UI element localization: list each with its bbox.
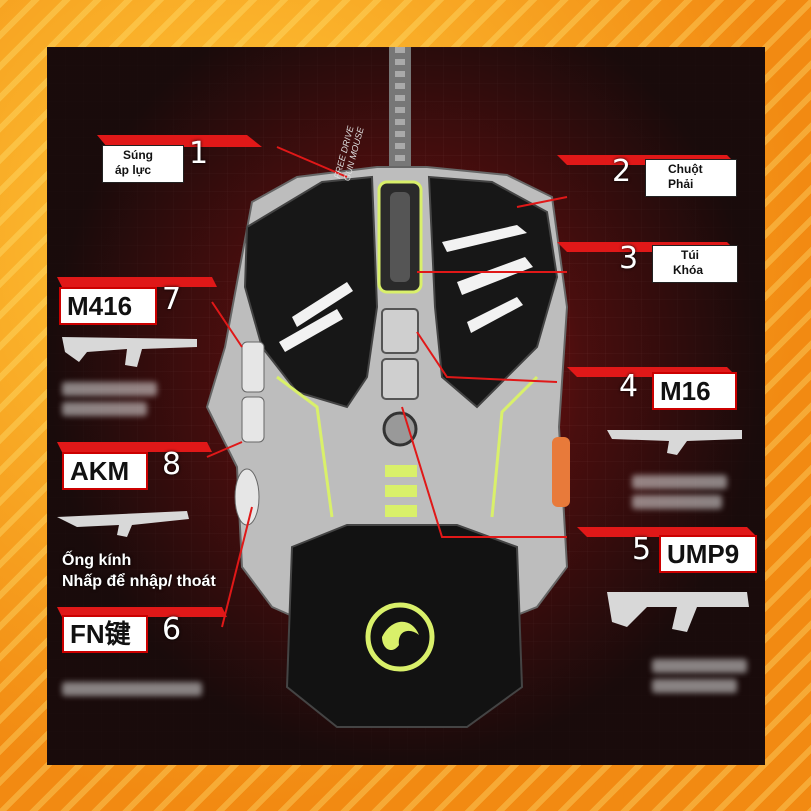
logo-ring bbox=[365, 602, 435, 672]
blurred-text-m16 bbox=[632, 475, 727, 489]
callout-1-line2: áp lực bbox=[115, 163, 152, 177]
callout-3-line2: Khóa bbox=[673, 263, 703, 277]
blurred-text-fn bbox=[62, 682, 202, 696]
scope-text-line2: Nhấp để nhập/ thoát bbox=[62, 573, 216, 590]
sniper-button bbox=[234, 468, 260, 526]
product-image: Súng áp lực 1 2 Chuột Phải 3 Túi Khóa 4 … bbox=[47, 47, 765, 765]
callout-1-line1: Súng bbox=[123, 148, 153, 162]
weapon-tag-m416: M416 bbox=[59, 287, 157, 325]
callout-label-1: Súng áp lực bbox=[102, 145, 184, 183]
claw-graphic bbox=[279, 225, 533, 352]
callout-label-2: Chuột Phải bbox=[645, 159, 737, 197]
callout-number-3: 3 bbox=[619, 241, 639, 276]
side-button-back bbox=[241, 396, 265, 443]
leader-lines bbox=[206, 146, 568, 628]
logo-mark bbox=[382, 621, 419, 651]
side-button-front bbox=[241, 341, 265, 393]
weapon-tag-fn: FN键 bbox=[62, 615, 148, 653]
callout-number-6: 6 bbox=[162, 612, 182, 647]
weapon-tag-akm: AKM bbox=[62, 452, 148, 490]
dpi-button bbox=[382, 411, 418, 447]
weapon-tag-ump9: UMP9 bbox=[659, 535, 757, 573]
callout-number-5: 5 bbox=[632, 532, 652, 567]
callout-number-4: 4 bbox=[619, 369, 639, 404]
akm-image bbox=[57, 511, 189, 537]
callout-number-7: 7 bbox=[162, 282, 182, 317]
dpi-led-3 bbox=[385, 505, 417, 517]
right-side-wheel bbox=[552, 437, 570, 507]
callout-number-2: 2 bbox=[612, 154, 632, 189]
left-button bbox=[243, 175, 379, 409]
center-button-upper bbox=[381, 308, 419, 354]
callout-label-3: Túi Khóa bbox=[652, 245, 738, 283]
callout-number-8: 8 bbox=[162, 447, 182, 482]
blurred-text-m16-2 bbox=[632, 495, 722, 509]
blurred-text-m416-2 bbox=[62, 402, 147, 416]
m16-image bbox=[607, 430, 742, 455]
scope-text-line1: Ống kính bbox=[62, 552, 132, 569]
right-button bbox=[427, 175, 559, 409]
m416-image bbox=[62, 337, 197, 367]
callout-2-line1: Chuột bbox=[668, 162, 703, 176]
weapon-images bbox=[57, 337, 749, 632]
blurred-text-ump9-2 bbox=[652, 679, 737, 693]
dpi-led-2 bbox=[385, 485, 417, 497]
callout-2-line2: Phải bbox=[668, 177, 694, 191]
ump9-image bbox=[607, 592, 749, 632]
center-button-lower bbox=[381, 358, 419, 400]
dpi-led-1 bbox=[385, 465, 417, 477]
mouse-illustration bbox=[57, 47, 757, 728]
led-strip-left bbox=[276, 375, 334, 518]
scroll-wheel-tread bbox=[390, 192, 410, 282]
weapon-tag-m16: M16 bbox=[652, 372, 737, 410]
callout-accents bbox=[57, 135, 757, 617]
blurred-text-m416 bbox=[62, 382, 157, 396]
blurred-text-ump9 bbox=[652, 659, 747, 673]
led-strip-right bbox=[490, 375, 539, 518]
callout-3-line1: Túi bbox=[681, 248, 699, 262]
callout-number-1: 1 bbox=[189, 136, 209, 171]
